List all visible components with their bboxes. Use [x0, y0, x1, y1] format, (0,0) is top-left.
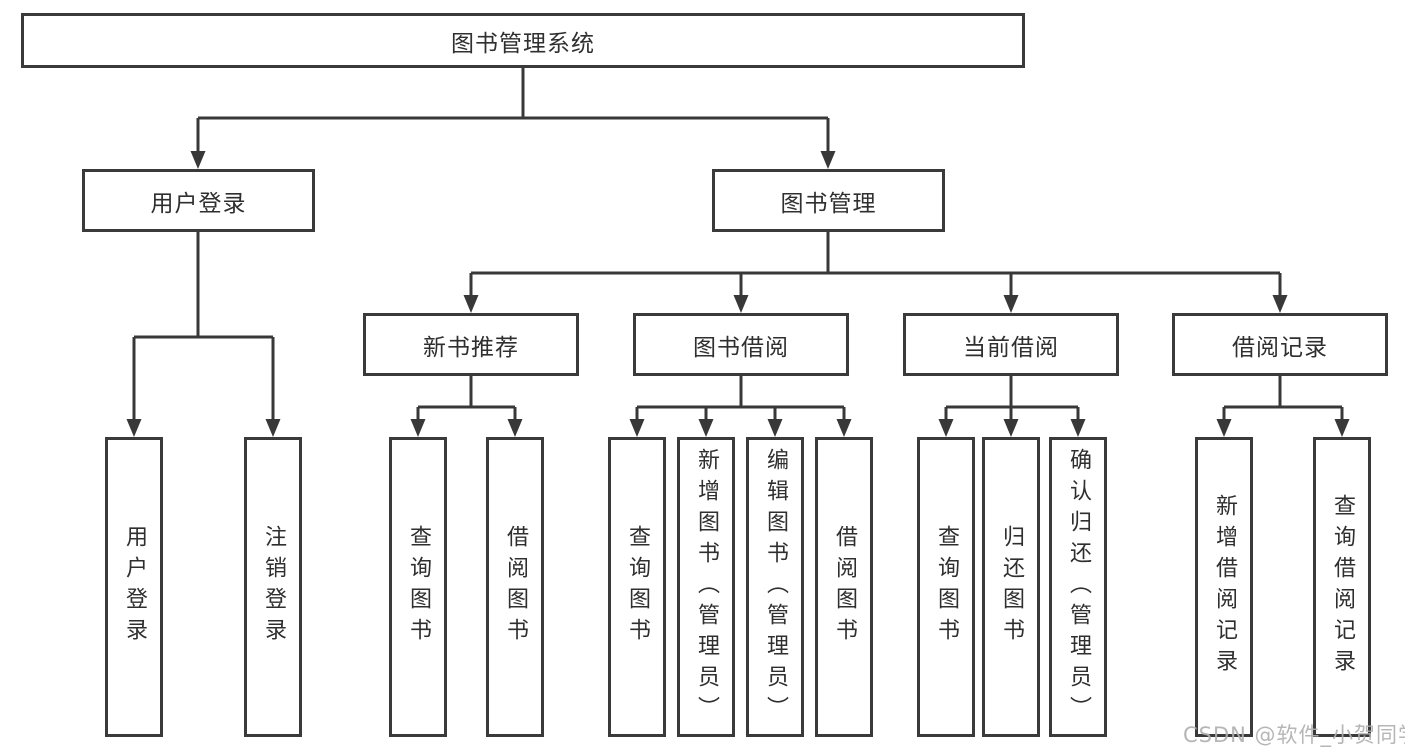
- node-new-book-recommend-label: 新书推荐: [423, 334, 519, 361]
- leaf-add-books-admin: 新增图书（管理员）: [677, 437, 735, 737]
- leaf-add-borrow-record: 新增借阅记录: [1195, 437, 1253, 737]
- leaf-confirm-return-admin-label: 确认归还（管理员）: [1066, 447, 1091, 727]
- leaf-borrow-books-1: 借阅图书: [486, 437, 544, 737]
- node-borrowing-records-label: 借阅记录: [1232, 334, 1328, 361]
- leaf-query-books-2: 查询图书: [608, 437, 666, 737]
- leaf-add-books-admin-label: 新增图书（管理员）: [694, 447, 719, 727]
- leaf-query-books-3-label: 查询图书: [934, 525, 959, 649]
- node-current-borrowing-label: 当前借阅: [963, 334, 1059, 361]
- leaf-user-login-label: 用户登录: [122, 525, 147, 649]
- leaf-return-books-label: 归还图书: [999, 525, 1024, 649]
- leaf-logout: 注销登录: [244, 437, 302, 737]
- connector-newbook-to-leaves: [410, 376, 523, 437]
- node-book-borrowing: 图书借阅: [633, 313, 849, 376]
- node-book-management-label: 图书管理: [780, 190, 877, 217]
- node-borrowing-records: 借阅记录: [1172, 313, 1388, 376]
- leaf-query-borrow-record-label: 查询借阅记录: [1330, 494, 1355, 680]
- leaf-query-books-3: 查询图书: [917, 437, 975, 737]
- leaf-return-books: 归还图书: [982, 437, 1040, 737]
- node-user-login: 用户登录: [82, 169, 315, 232]
- node-current-borrowing: 当前借阅: [903, 313, 1119, 376]
- node-new-book-recommend: 新书推荐: [363, 313, 579, 376]
- leaf-borrow-books-1-label: 借阅图书: [503, 525, 528, 649]
- leaf-edit-books-admin-label: 编辑图书（管理员）: [763, 447, 788, 727]
- leaf-edit-books-admin: 编辑图书（管理员）: [746, 437, 804, 737]
- node-root-system: 图书管理系统: [21, 13, 1025, 68]
- node-book-management: 图书管理: [712, 169, 945, 232]
- connector-bookmgmt-to-level3: [463, 232, 1288, 313]
- leaf-query-books-1-label: 查询图书: [406, 525, 431, 649]
- node-book-borrowing-label: 图书借阅: [693, 334, 789, 361]
- leaf-borrow-books-2-label: 借阅图书: [832, 525, 857, 649]
- node-user-login-label: 用户登录: [150, 190, 247, 217]
- connector-userlogin-to-leaves: [126, 232, 281, 437]
- leaf-query-books-2-label: 查询图书: [625, 525, 650, 649]
- leaf-user-login: 用户登录: [105, 437, 163, 737]
- leaf-add-borrow-record-label: 新增借阅记录: [1212, 494, 1237, 680]
- leaf-query-books-1: 查询图书: [389, 437, 447, 737]
- leaf-query-borrow-record: 查询借阅记录: [1313, 437, 1371, 737]
- leaf-borrow-books-2: 借阅图书: [815, 437, 873, 737]
- connector-current-to-leaves: [938, 376, 1086, 437]
- node-root-label: 图书管理系统: [451, 30, 595, 57]
- connector-root-to-level2: [190, 68, 836, 169]
- leaf-logout-label: 注销登录: [261, 525, 286, 649]
- csdn-watermark: CSDN @软件_小贺同学: [1183, 723, 1405, 747]
- connector-records-to-leaves: [1216, 376, 1350, 437]
- leaf-confirm-return-admin: 确认归还（管理员）: [1049, 437, 1107, 737]
- connector-borrowing-to-leaves: [629, 376, 852, 437]
